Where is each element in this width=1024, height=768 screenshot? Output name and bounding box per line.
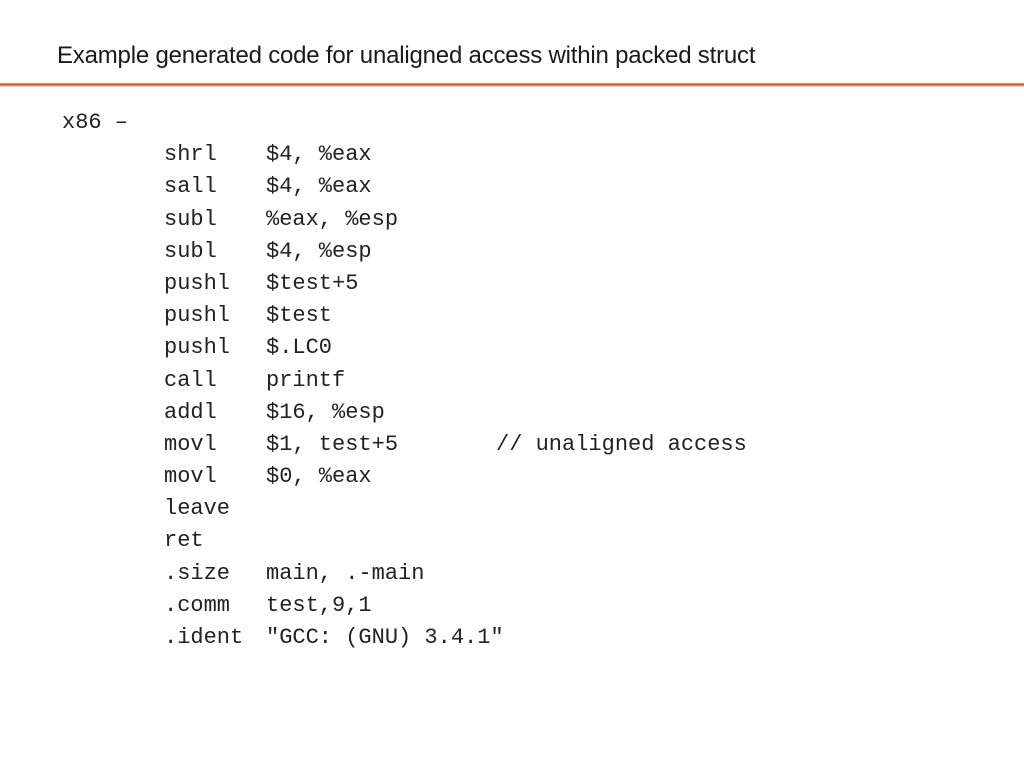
code-block: x86 – shrl $4, %eax sall $4, %eax subl %eax, … [62, 107, 747, 654]
code-line: movl $1, test+5 // unaligned access [62, 429, 747, 461]
instruction-operands: $16, %esp [266, 399, 385, 425]
instruction-operands: main, .-main [266, 560, 425, 586]
instruction-mnemonic: addl [164, 399, 217, 425]
code-line: pushl $test+5 [62, 268, 358, 300]
code-line: call printf [62, 365, 345, 397]
code-line: subl %eax, %esp [62, 204, 398, 236]
code-line: leave [62, 493, 230, 525]
instruction-operands: $1, test+5 [266, 431, 399, 457]
slide-title: Example generated code for unaligned acc… [57, 42, 756, 69]
instruction-mnemonic: pushl [164, 303, 231, 329]
instruction-mnemonic: shrl [164, 142, 217, 168]
code-line: .ident "GCC: (GNU) 3.4.1" [62, 622, 504, 654]
code-line: pushl $.LC0 [62, 332, 332, 364]
instruction-mnemonic: subl [164, 238, 217, 264]
title-divider [0, 83, 1024, 87]
code-line: movl $0, %eax [62, 461, 372, 493]
instruction-operands: $0, %eax [266, 464, 372, 490]
instruction-mnemonic: pushl [164, 270, 231, 296]
instruction-mnemonic: call [164, 367, 217, 393]
code-line: .size main, .-main [62, 558, 424, 590]
instruction-mnemonic: pushl [164, 335, 231, 361]
code-line: sall $4, %eax [62, 171, 372, 203]
instruction-mnemonic: ret [164, 528, 204, 554]
code-line: .comm test,9,1 [62, 590, 372, 622]
instruction-operands: %eax, %esp [266, 206, 399, 232]
instruction-mnemonic: leave [164, 496, 231, 522]
code-line: shrl $4, %eax [62, 139, 372, 171]
code-comment: // unaligned access [496, 431, 747, 457]
architecture-label: x86 – [62, 110, 129, 135]
instruction-mnemonic: sall [164, 174, 217, 200]
instruction-operands: $.LC0 [266, 335, 333, 361]
instruction-operands: printf [266, 367, 346, 393]
instruction-mnemonic: movl [164, 464, 217, 490]
instruction-operands: "GCC: (GNU) 3.4.1" [266, 625, 504, 650]
code-line: ret [62, 525, 204, 557]
instruction-operands: $4, %eax [266, 142, 372, 168]
instruction-operands: $4, %esp [266, 238, 372, 264]
code-line: subl $4, %esp [62, 236, 372, 268]
instruction-operands: $test+5 [266, 270, 359, 296]
instruction-mnemonic: subl [164, 206, 217, 232]
instruction-mnemonic: .ident [164, 625, 244, 650]
code-line: addl $16, %esp [62, 397, 385, 429]
instruction-operands: $4, %eax [266, 174, 372, 200]
instruction-operands: $test [266, 303, 333, 329]
instruction-mnemonic: .size [164, 560, 231, 586]
code-line: pushl $test [62, 300, 332, 332]
instruction-mnemonic: .comm [164, 592, 231, 618]
instruction-mnemonic: movl [164, 431, 217, 457]
instruction-operands: test,9,1 [266, 592, 372, 618]
